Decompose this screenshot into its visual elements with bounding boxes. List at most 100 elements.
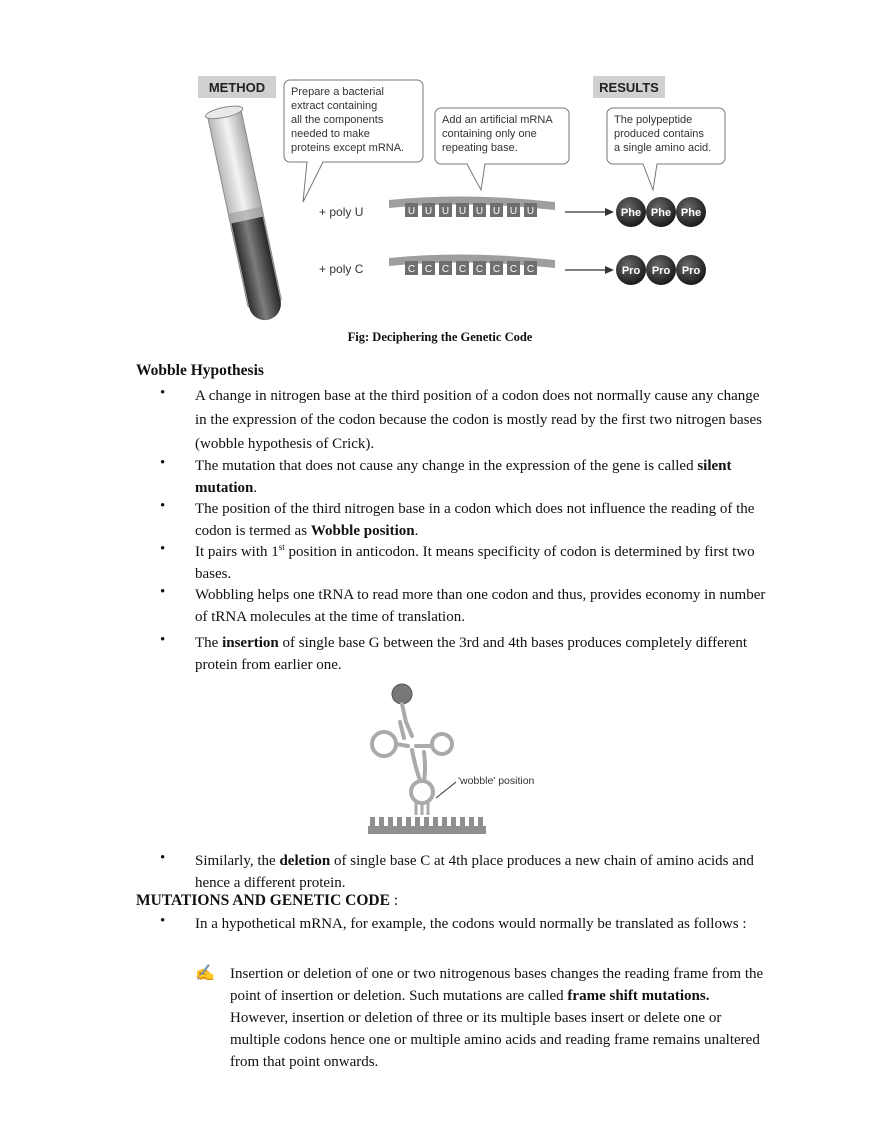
u-base-tile — [439, 203, 452, 217]
wobble-bullet-2: The mutation that does not cause any cha… — [195, 458, 732, 496]
c-base-tile — [456, 261, 469, 275]
bubble3-text: The polypeptide produced contains a sing… — [614, 114, 711, 154]
writing-hand-icon: ✍ — [195, 965, 215, 982]
wobble-heading: Wobble Hypothesis — [136, 362, 264, 379]
method-label: METHOD — [209, 80, 265, 95]
deletion-term: deletion — [279, 853, 331, 869]
u-base-tile — [507, 203, 520, 217]
insertion-term: insertion — [222, 635, 279, 651]
mutations-heading: MUTATIONS AND GENETIC CODE : — [136, 892, 399, 909]
trna-molecule — [370, 702, 454, 805]
wobble-bullet-1: A change in nitrogen base at the third p… — [195, 388, 762, 452]
u-base-letter: U — [527, 206, 534, 217]
u-base-letter: U — [425, 206, 432, 217]
c-base-tile — [490, 261, 503, 275]
c-base-tile — [524, 261, 537, 275]
speech-bubble-results: The polypeptide produced contains a sing… — [606, 107, 726, 192]
u-base-tile — [405, 203, 418, 217]
speech-bubble-mrna: Add an artificial mRNA containing only o… — [434, 107, 570, 192]
mrna-base-tooth — [370, 817, 375, 827]
figure1-caption: Fig: Deciphering the Genetic Code — [347, 330, 533, 344]
wobble-bullet-7: Similarly, the deletion of single base C… — [195, 853, 754, 891]
c-base-letter: C — [510, 264, 517, 275]
phe-chain: Phe Phe Phe — [616, 197, 706, 227]
mrna-base-tooth — [451, 817, 456, 827]
bubble1-text: Prepare a bacterial extract containing a… — [291, 86, 404, 154]
pro-ball-label: Pro — [682, 265, 701, 277]
phe-ball-label: Phe — [621, 207, 641, 219]
pro-ball — [616, 255, 646, 285]
mrna-bases — [370, 817, 483, 827]
mrna-base-tooth — [406, 817, 411, 827]
bullet-6: • — [160, 632, 166, 648]
mrna-base-tooth — [478, 817, 483, 827]
bullet-4: • — [160, 541, 166, 557]
amino-acid-ball — [391, 683, 413, 705]
c-base-letter: C — [459, 264, 466, 275]
u-base-tile — [473, 203, 486, 217]
c-base-letter: C — [493, 264, 500, 275]
silent-mutation-term: silent mutation — [195, 458, 732, 496]
bullet-1: • — [160, 385, 166, 401]
frame-shift-term: frame shift mutations. — [567, 988, 710, 1004]
mrna-base-tooth — [415, 817, 420, 827]
c-base-letter: C — [408, 264, 415, 275]
mrna-base-tooth — [460, 817, 465, 827]
pro-chain: Pro Pro Pro — [616, 255, 706, 285]
wobble-pointer — [435, 781, 457, 799]
bullet-8: • — [160, 913, 166, 929]
speech-bubble-method: Prepare a bacterial extract containing a… — [283, 79, 424, 203]
pro-ball-label: Pro — [652, 265, 671, 277]
anticodon-stem — [414, 803, 430, 815]
wobble-bullet-4: It pairs with 1st position in anticodon.… — [195, 542, 755, 583]
u-base-tile — [456, 203, 469, 217]
bullet-3: • — [160, 498, 166, 514]
c-base-letter: C — [442, 264, 449, 275]
wobble-bullet-6: The insertion of single base G between t… — [195, 635, 748, 673]
phe-ball — [616, 197, 646, 227]
mrna-base-tooth — [424, 817, 429, 827]
c-base-tile — [405, 261, 418, 275]
u-base-letter: U — [493, 206, 500, 217]
c-base-letter: C — [425, 264, 432, 275]
phe-ball-label: Phe — [651, 207, 671, 219]
u-base-letter: U — [476, 206, 483, 217]
wobble-bullet-3: The position of the third nitrogen base … — [195, 501, 755, 539]
u-base-letter: U — [408, 206, 415, 217]
wobble-bullet-5: Wobbling helps one tRNA to read more tha… — [195, 587, 766, 625]
u-base-letter: U — [442, 206, 449, 217]
poly-c-label: + poly C — [319, 262, 364, 276]
c-base-tile — [507, 261, 520, 275]
mrna-base-tooth — [379, 817, 384, 827]
mrna-base-tooth — [433, 817, 438, 827]
phe-ball — [646, 197, 676, 227]
mrna-strand — [368, 826, 486, 834]
u-base-tile — [490, 203, 503, 217]
pro-ball-label: Pro — [622, 265, 641, 277]
u-base-letter: U — [459, 206, 466, 217]
results-label: RESULTS — [599, 80, 659, 95]
u-base-tile — [524, 203, 537, 217]
wobble-position-label: 'wobble' position — [458, 775, 535, 787]
phe-ball — [676, 197, 706, 227]
phe-ball-label: Phe — [681, 207, 701, 219]
c-base-tile — [439, 261, 452, 275]
mrna-base-tooth — [442, 817, 447, 827]
method-label-bg — [198, 76, 276, 98]
bullet-2: • — [160, 455, 166, 471]
pro-ball — [646, 255, 676, 285]
mrna-base-tooth — [388, 817, 393, 827]
deciphering-genetic-code-figure: METHOD RESULTS Prepare a bacterial extra… — [198, 76, 726, 321]
bullet-7: • — [160, 850, 166, 866]
c-base-tile — [473, 261, 486, 275]
mrna-base-tooth — [469, 817, 474, 827]
c-base-tile — [422, 261, 435, 275]
pro-ball — [676, 255, 706, 285]
c-base-letter: C — [527, 264, 534, 275]
bubble2-text: Add an artificial mRNA containing only o… — [442, 114, 555, 154]
mrna-base-tooth — [397, 817, 402, 827]
results-label-bg — [593, 76, 665, 98]
test-tube — [205, 105, 282, 321]
